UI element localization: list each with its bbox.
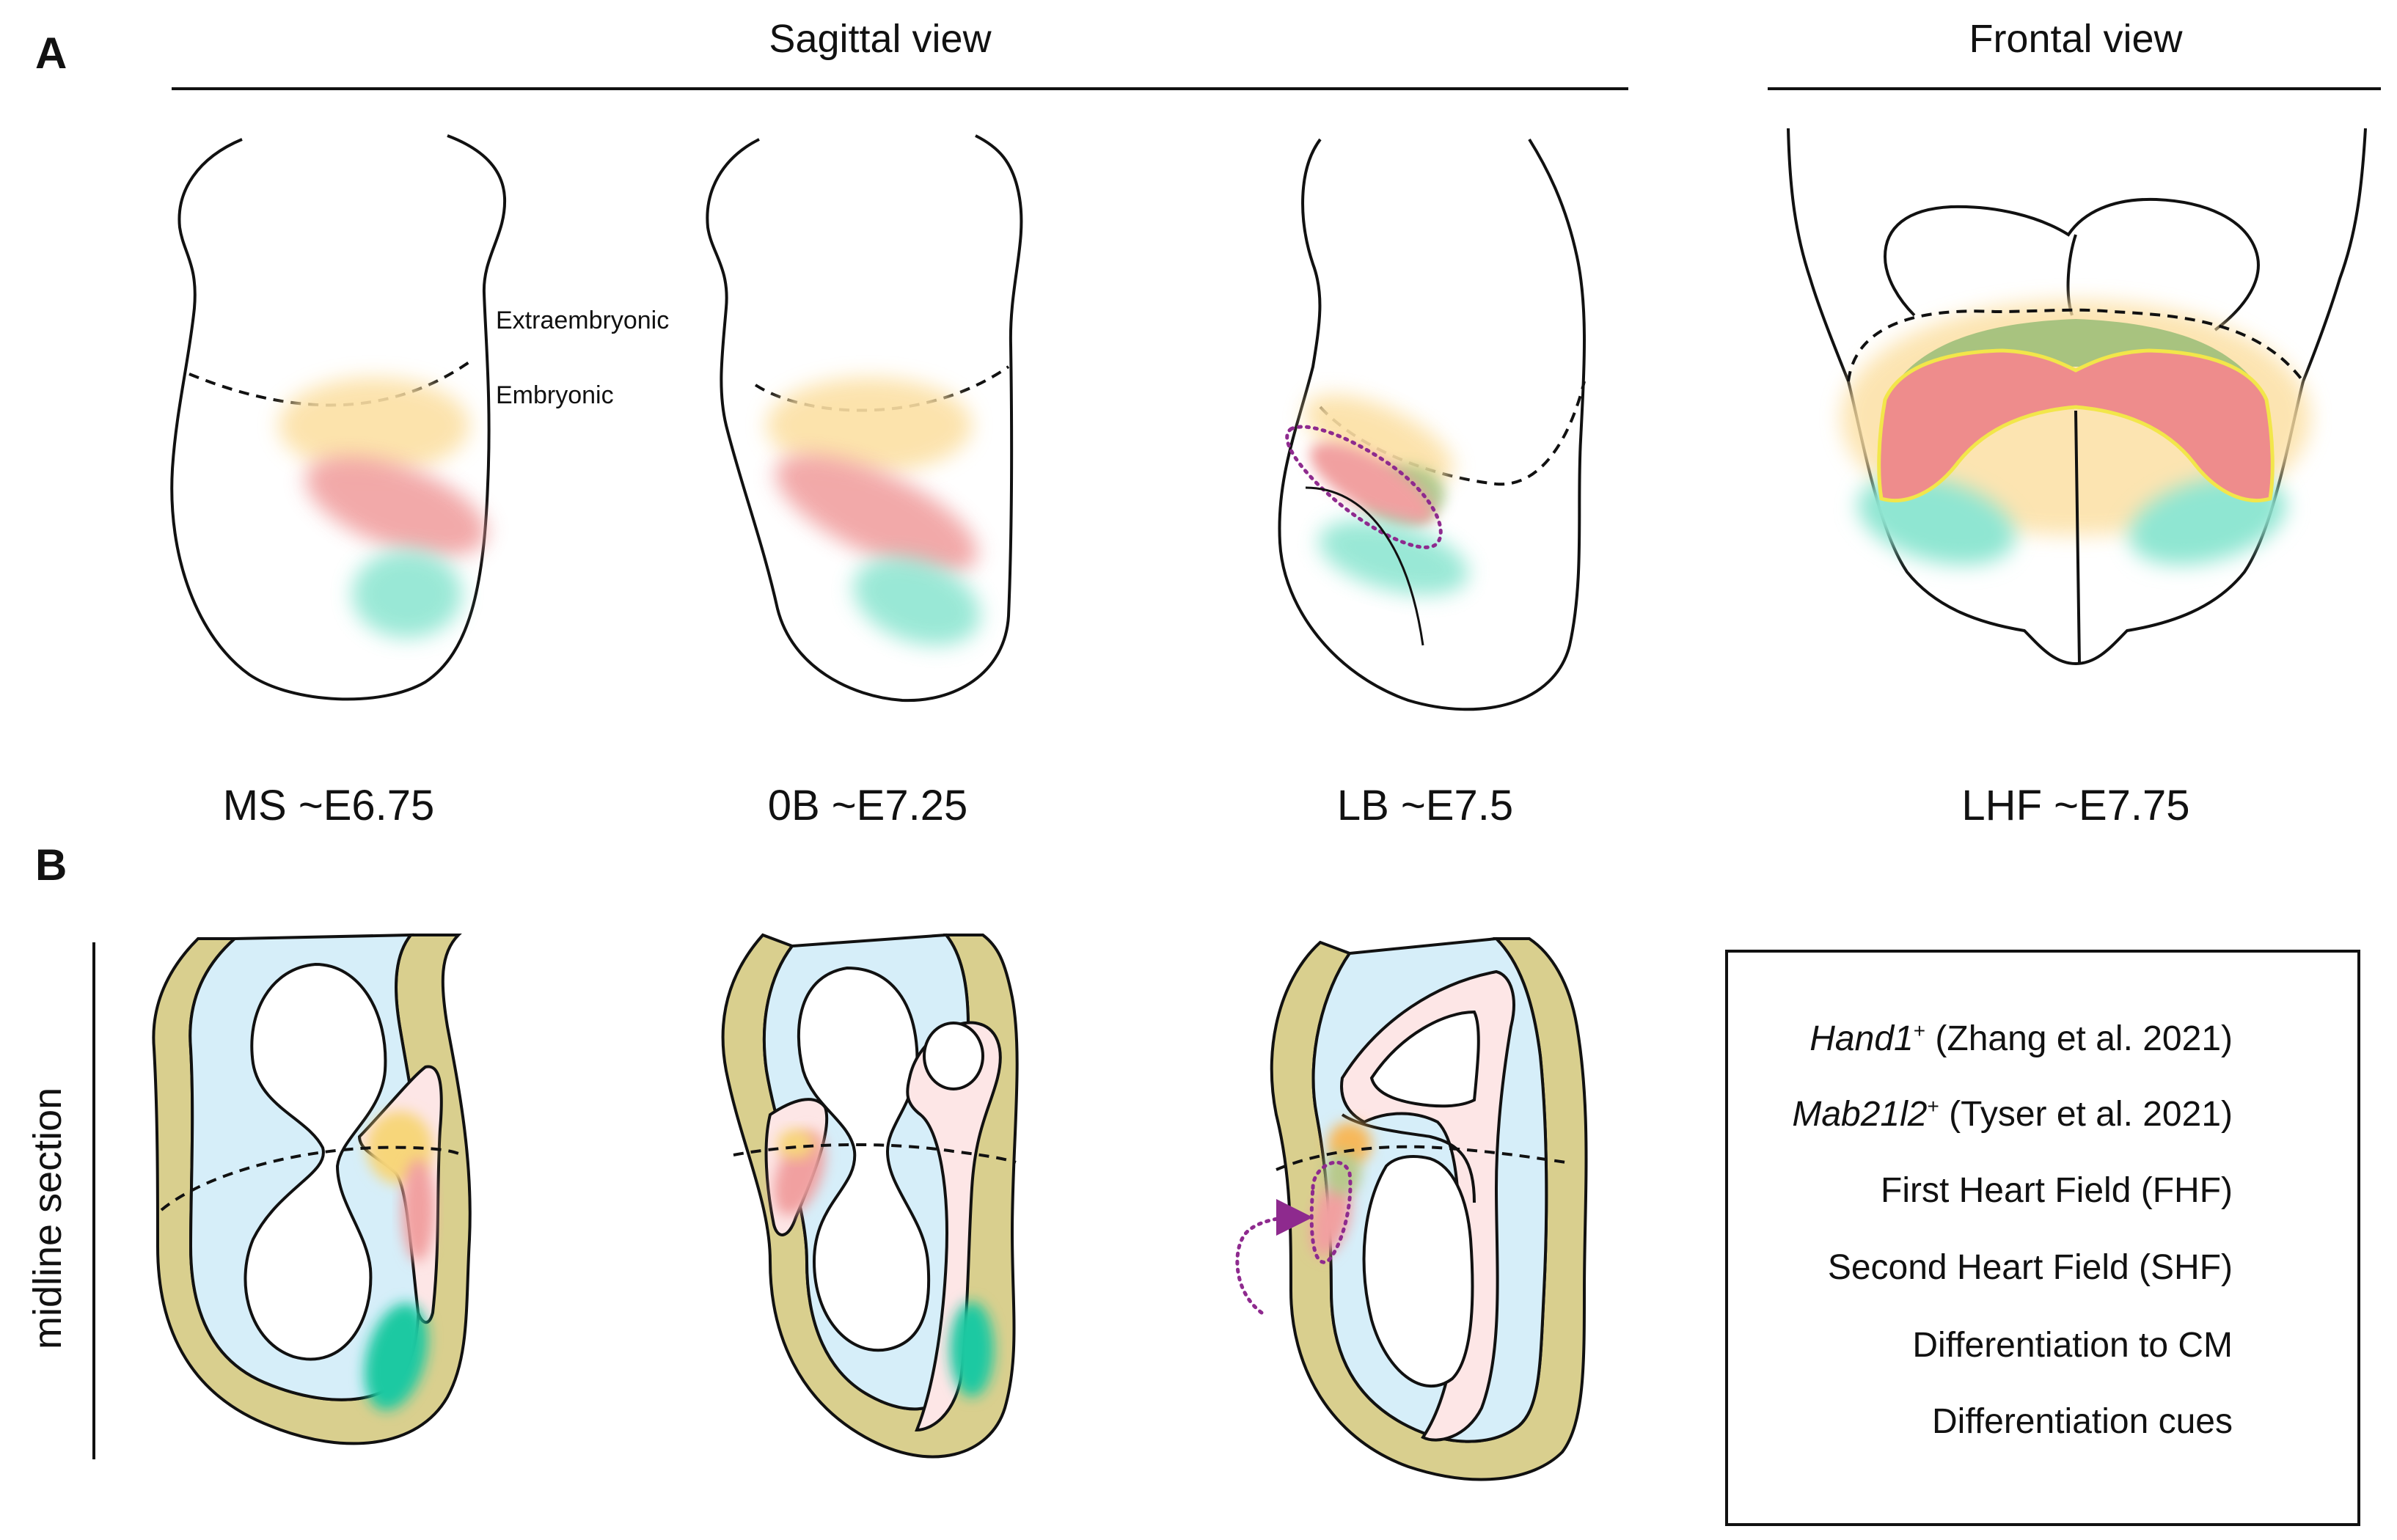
stage-label-ms: MS ~E6.75 (222, 782, 435, 829)
legend-row-cues: Differentiation cues (1722, 1394, 2357, 1445)
legend: Hand1+ (Zhang et al. 2021) Mab21l2+ (Tys… (1725, 950, 2360, 1526)
legend-text-cm: Differentiation to CM (1912, 1326, 2233, 1365)
section-lb (1235, 936, 1588, 1481)
legend-text-hand1: (Zhang et al. 2021) (1925, 1019, 2233, 1058)
embryo-ms (170, 134, 507, 701)
frontal-view-title: Frontal view (1969, 17, 2183, 61)
legend-gene-mab21l2: Mab21l2 (1792, 1095, 1928, 1134)
legend-row-shf: Second Heart Field (SHF) (1722, 1240, 2357, 1291)
legend-text-cues: Differentiation cues (1931, 1402, 2233, 1441)
embryo-lhf (1787, 128, 2367, 666)
panel-label-b: B (35, 840, 67, 890)
legend-text-mab21l2: (Tyser et al. 2021) (1939, 1095, 2233, 1134)
section-0b (721, 933, 1019, 1459)
legend-sup-hand1: + (1913, 1019, 1926, 1042)
stage-label-0b: 0B ~E7.25 (767, 782, 968, 829)
sagittal-view-title: Sagittal view (769, 17, 992, 61)
legend-text-shf: Second Heart Field (SHF) (1827, 1248, 2233, 1287)
stage-label-lb: LB ~E7.5 (1336, 782, 1514, 829)
legend-text-fhf: First Heart Field (FHF) (1881, 1171, 2233, 1210)
panel-label-a: A (35, 29, 67, 78)
embryo-lb (1278, 138, 1586, 711)
legend-row-mab21l2: Mab21l2+ (Tyser et al. 2021) (1722, 1087, 2357, 1138)
extraembryonic-label: Extraembryonic (496, 307, 670, 334)
legend-row-fhf: First Heart Field (FHF) (1722, 1163, 2357, 1214)
legend-row-cm: Differentiation to CM (1722, 1318, 2357, 1369)
embryo-0b (706, 134, 1023, 703)
stage-label-lhf: LHF ~E7.75 (1961, 782, 2190, 829)
legend-row-hand1: Hand1+ (Zhang et al. 2021) (1722, 1011, 2357, 1063)
legend-sup-mab21l2: + (1927, 1095, 1939, 1118)
midline-section-label: midline section (26, 1087, 70, 1349)
legend-gene-hand1: Hand1 (1809, 1019, 1914, 1058)
embryonic-label: Embryonic (496, 381, 614, 409)
section-ms (152, 933, 472, 1445)
